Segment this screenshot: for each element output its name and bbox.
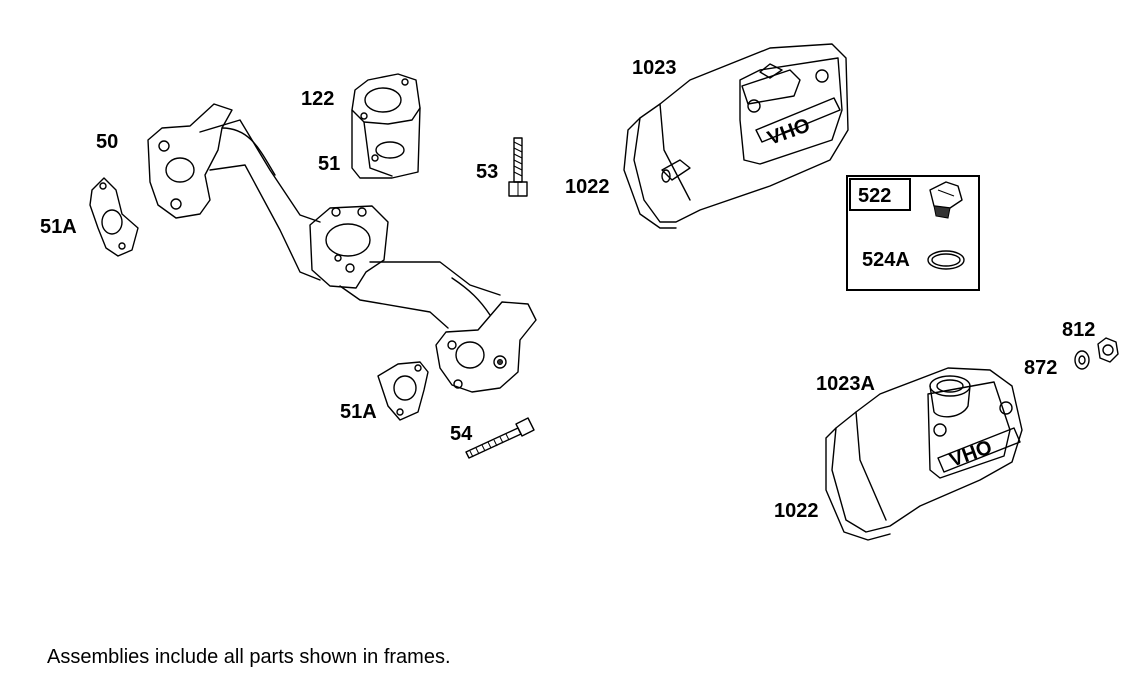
label-1022-bottom: 1022	[774, 500, 819, 522]
label-51: 51	[318, 153, 340, 175]
oil-fill-cap-522-drawing	[929, 181, 963, 219]
cover-ohv-marking-bottom: OHV	[946, 436, 995, 472]
gasket-51a-left-drawing	[89, 177, 139, 257]
label-872: 872	[1024, 357, 1057, 379]
label-524a: 524A	[862, 249, 910, 271]
label-51a-bottom: 51A	[340, 401, 377, 423]
label-1022-top: 1022	[565, 176, 610, 198]
label-53: 53	[476, 161, 498, 183]
footnote: Assemblies include all parts shown in fr…	[47, 646, 451, 668]
label-812: 812	[1062, 319, 1095, 341]
gasket-51a-bottom-drawing	[377, 361, 429, 421]
washer-872-drawing	[1074, 350, 1090, 370]
label-522: 522	[858, 185, 891, 207]
cover-ohv-marking-top: OHV	[764, 114, 813, 150]
intake-manifold-drawing	[147, 103, 537, 393]
assembly-frame	[846, 175, 980, 291]
label-122: 122	[301, 88, 334, 110]
label-51a-left: 51A	[40, 216, 77, 238]
spacer-gasket-122-drawing	[351, 73, 421, 125]
label-54: 54	[450, 423, 473, 445]
label-1023: 1023	[632, 57, 677, 79]
label-1023a: 1023A	[816, 373, 875, 395]
bolt-53-drawing	[508, 137, 528, 197]
o-ring-524a-drawing	[927, 250, 965, 270]
label-50: 50	[96, 131, 118, 153]
nut-812-drawing	[1097, 337, 1119, 363]
bolt-54-drawing	[465, 417, 535, 459]
spacer-51-drawing	[351, 107, 421, 179]
